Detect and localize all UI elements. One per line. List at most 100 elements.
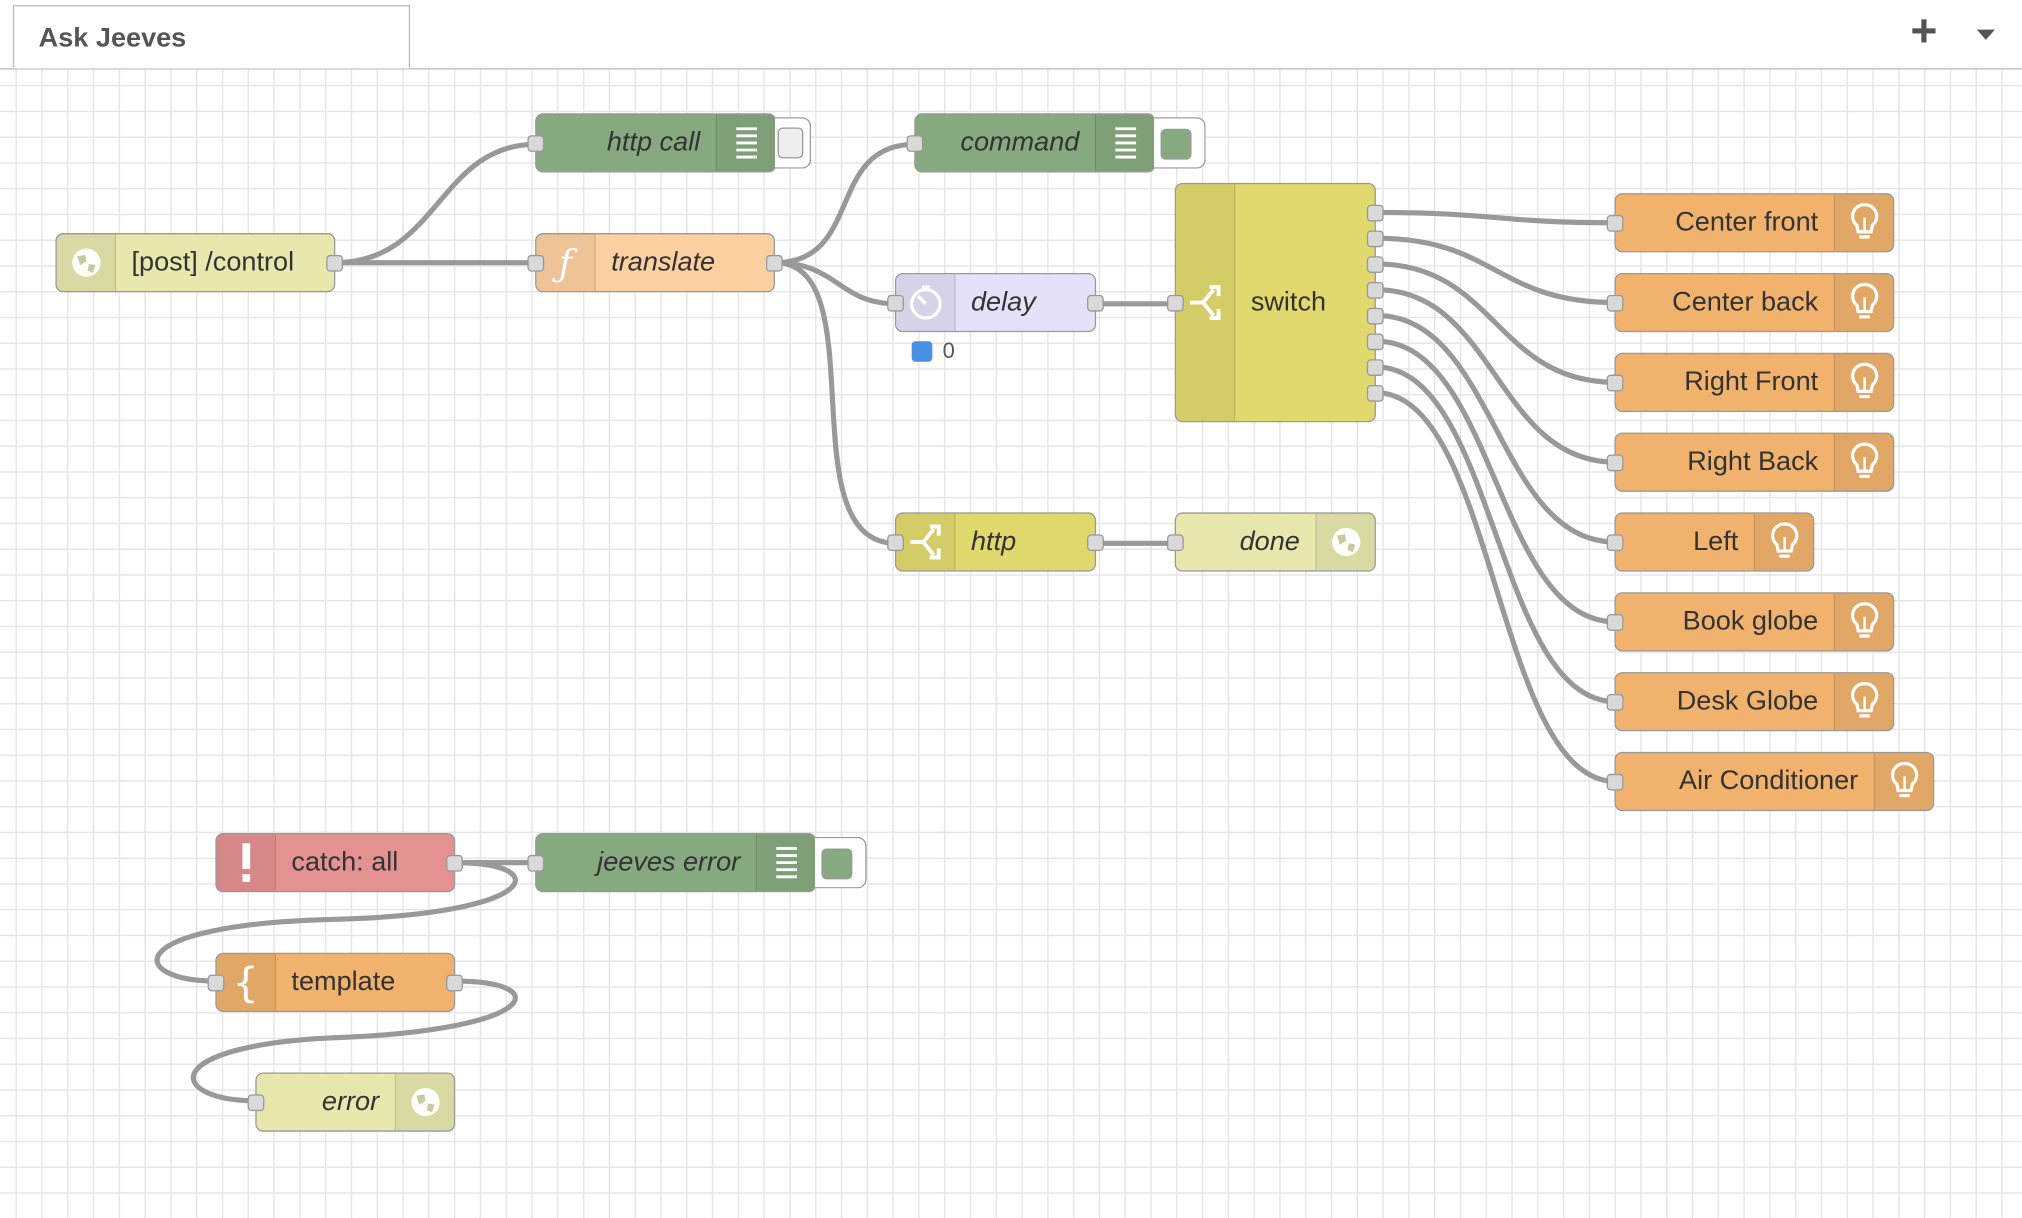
output-port[interactable]	[1366, 307, 1384, 325]
wire	[774, 260, 897, 546]
list-icon	[755, 834, 815, 891]
node-label: translate	[611, 247, 716, 277]
timer-icon	[896, 274, 956, 331]
status-text: 0	[942, 338, 955, 364]
input-port[interactable]	[1606, 374, 1624, 392]
lightbulb-icon	[1833, 194, 1893, 252]
lightbulb-icon	[1833, 593, 1893, 651]
node-label: Left	[1693, 526, 1739, 557]
wire	[1375, 209, 1616, 226]
output-port[interactable]	[765, 254, 783, 272]
node-label: http	[970, 526, 1017, 557]
wire	[154, 860, 518, 984]
debug-node-http-call[interactable]: http call	[527, 113, 777, 173]
input-port[interactable]	[1606, 614, 1624, 631]
wire	[1375, 338, 1616, 625]
input-port[interactable]	[207, 974, 225, 992]
catch-node-all[interactable]: catch: all	[215, 833, 463, 893]
debug-toggle-button[interactable]	[774, 117, 812, 169]
input-port[interactable]	[906, 135, 924, 152]
output-port[interactable]	[1366, 256, 1384, 273]
tab-ask-jeeves[interactable]: Ask Jeeves	[12, 5, 411, 69]
lightbulb-icon	[1833, 673, 1893, 731]
delay-node[interactable]: delay	[887, 272, 1104, 333]
wire	[1375, 287, 1616, 465]
toggle-knob	[777, 127, 804, 159]
light-node-desk-globe[interactable]: Desk Globe	[1606, 672, 1895, 732]
node-label: delay	[970, 287, 1036, 317]
function-node-translate[interactable]: ƒ translate	[527, 233, 783, 293]
toggle-knob	[821, 848, 853, 880]
wire	[190, 978, 518, 1104]
node-label: jeeves error	[597, 847, 741, 877]
node-label: Air Conditioner	[1679, 766, 1859, 796]
output-port[interactable]	[1366, 204, 1384, 222]
node-label: Right Back	[1687, 446, 1819, 477]
switch-node-http[interactable]: http	[887, 512, 1104, 572]
wire	[1375, 364, 1616, 705]
list-icon	[715, 114, 775, 172]
input-port[interactable]	[1606, 294, 1624, 312]
http-in-node-post-control[interactable]: [post] /control	[55, 233, 344, 293]
toggle-knob	[1160, 128, 1192, 160]
input-port[interactable]	[1166, 294, 1184, 312]
light-node-air-conditioner[interactable]: Air Conditioner	[1606, 751, 1935, 812]
input-port[interactable]	[247, 1094, 265, 1112]
input-port[interactable]	[887, 534, 904, 552]
debug-toggle-button[interactable]	[1154, 117, 1206, 169]
input-port[interactable]	[1606, 534, 1624, 552]
light-node-right-back[interactable]: Right Back	[1606, 432, 1895, 492]
input-port[interactable]	[1166, 534, 1184, 552]
tab-menu-chevron-down-icon[interactable]	[1976, 29, 1995, 40]
output-port[interactable]	[446, 854, 463, 872]
brace-icon: {	[216, 954, 276, 1011]
add-tab-plus-icon[interactable]	[1908, 15, 1939, 46]
input-port[interactable]	[1606, 454, 1624, 472]
input-port[interactable]	[887, 294, 904, 312]
input-port[interactable]	[1606, 215, 1624, 232]
switch-icon	[896, 513, 956, 571]
light-node-center-front[interactable]: Center front	[1606, 193, 1895, 253]
switch-node[interactable]: switch	[1166, 182, 1384, 423]
output-port[interactable]	[326, 254, 344, 272]
debug-node-jeeves-error[interactable]: jeeves error	[527, 833, 817, 893]
delay-status: 0	[911, 338, 955, 365]
light-node-book-globe[interactable]: Book globe	[1606, 592, 1895, 652]
output-port[interactable]	[1366, 281, 1384, 299]
template-node[interactable]: { template	[207, 952, 463, 1012]
node-label: Right Front	[1684, 366, 1819, 397]
output-port[interactable]	[1366, 230, 1384, 248]
tab-label: Ask Jeeves	[38, 23, 187, 53]
node-label: Desk Globe	[1676, 686, 1819, 716]
input-port[interactable]	[527, 135, 545, 152]
light-node-left[interactable]: Left	[1606, 512, 1815, 572]
output-port[interactable]	[1366, 333, 1384, 351]
http-response-node-error[interactable]: error	[247, 1072, 456, 1132]
light-node-center-back[interactable]: Center back	[1606, 272, 1895, 333]
http-response-node-done[interactable]: done	[1166, 512, 1376, 572]
wire	[335, 141, 537, 266]
node-label: catch: all	[291, 847, 399, 877]
input-port[interactable]	[527, 254, 545, 272]
output-port[interactable]	[446, 974, 463, 992]
input-port[interactable]	[1606, 693, 1624, 711]
wire	[1375, 261, 1616, 385]
output-port[interactable]	[1366, 384, 1384, 402]
status-dot-icon	[911, 341, 933, 362]
globe-icon	[56, 234, 117, 291]
wire	[1375, 235, 1616, 306]
node-label: error	[321, 1086, 380, 1117]
output-port[interactable]	[1087, 534, 1104, 552]
output-port[interactable]	[1366, 359, 1384, 376]
exclamation-icon	[216, 834, 276, 891]
input-port[interactable]	[527, 854, 545, 872]
light-node-right-front[interactable]: Right Front	[1606, 352, 1895, 412]
node-label: switch	[1250, 287, 1327, 317]
lightbulb-icon	[1753, 513, 1814, 571]
output-port[interactable]	[1087, 294, 1104, 312]
debug-node-command[interactable]: command	[906, 113, 1156, 173]
debug-toggle-button[interactable]	[814, 836, 867, 889]
wire	[1375, 390, 1616, 785]
input-port[interactable]	[1606, 773, 1624, 791]
